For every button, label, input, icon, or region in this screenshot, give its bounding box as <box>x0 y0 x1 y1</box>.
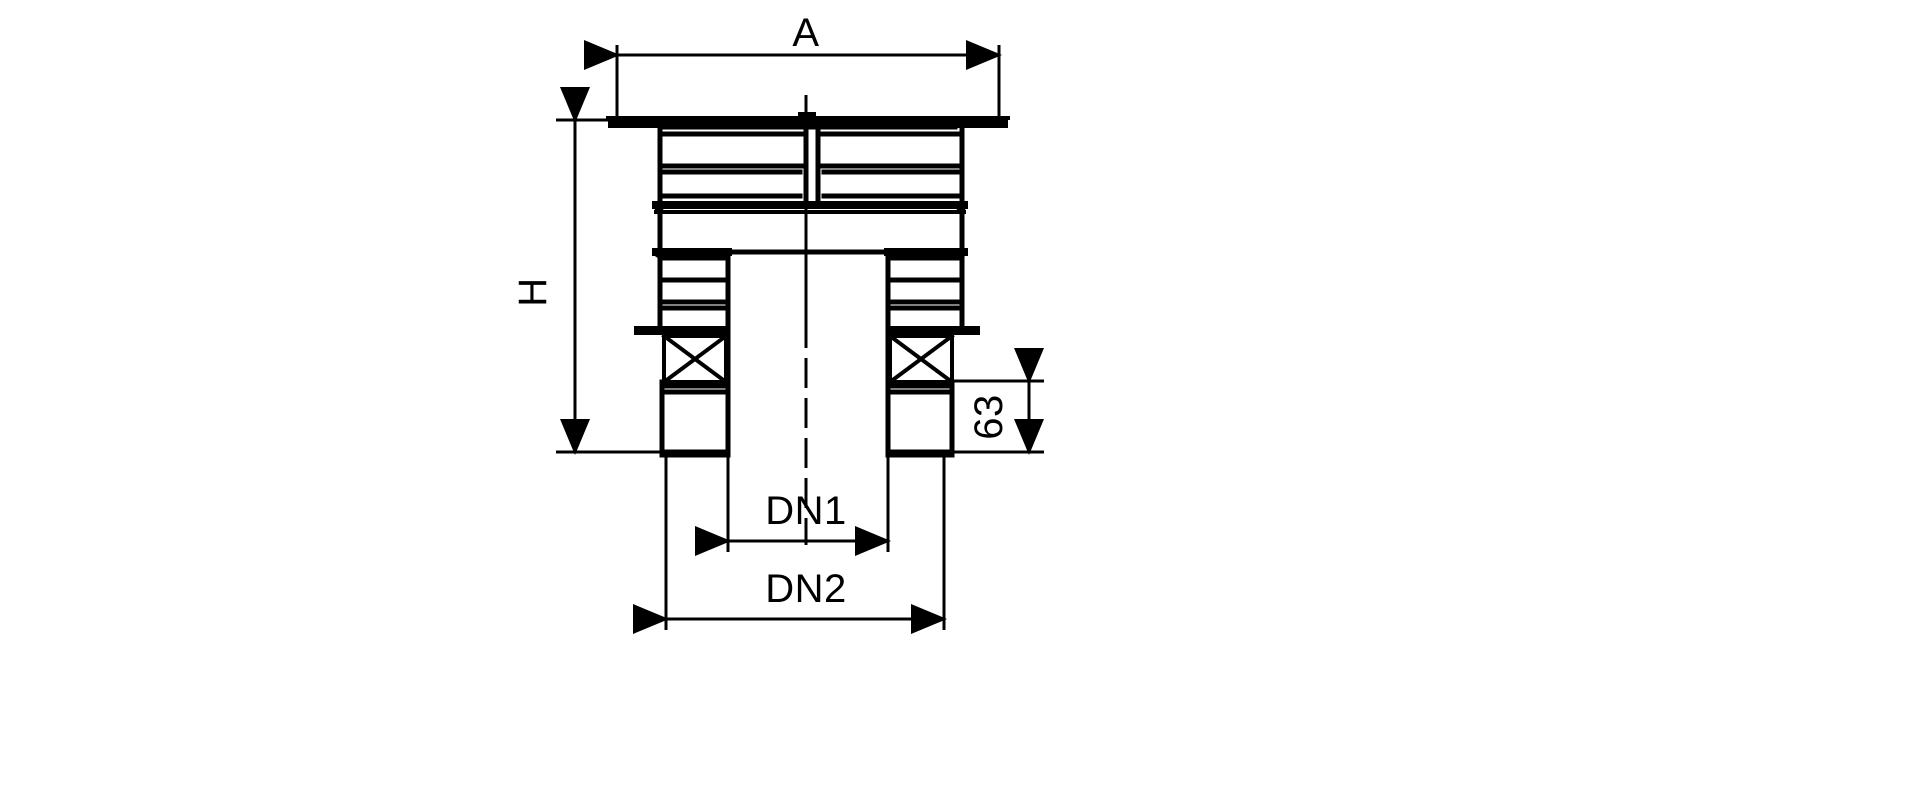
dimension-a: A <box>584 11 1002 128</box>
middle-smooth-wall <box>657 209 965 255</box>
dimension-63: 63 <box>950 348 1044 455</box>
part-geometry <box>606 112 1010 458</box>
dimension-h: H <box>511 87 662 455</box>
dimension-dn2-label: DN2 <box>765 567 847 611</box>
mid-support-flange <box>634 326 980 335</box>
dimension-dn1-label: DN1 <box>765 489 847 533</box>
socket-skirt-left <box>659 379 731 458</box>
gasket-chamber-left <box>661 333 729 385</box>
socket-skirt-right <box>885 379 955 458</box>
dimension-dn1: DN1 <box>695 455 891 556</box>
gasket-chamber-right <box>887 333 955 385</box>
dimension-63-label: 63 <box>967 394 1011 440</box>
dimension-dn2: DN2 <box>633 455 947 634</box>
upper-seam-band <box>652 201 968 214</box>
dimension-h-label: H <box>511 277 555 306</box>
upper-ribbed-wall-left <box>657 125 809 255</box>
dimension-a-label: A <box>792 11 819 55</box>
